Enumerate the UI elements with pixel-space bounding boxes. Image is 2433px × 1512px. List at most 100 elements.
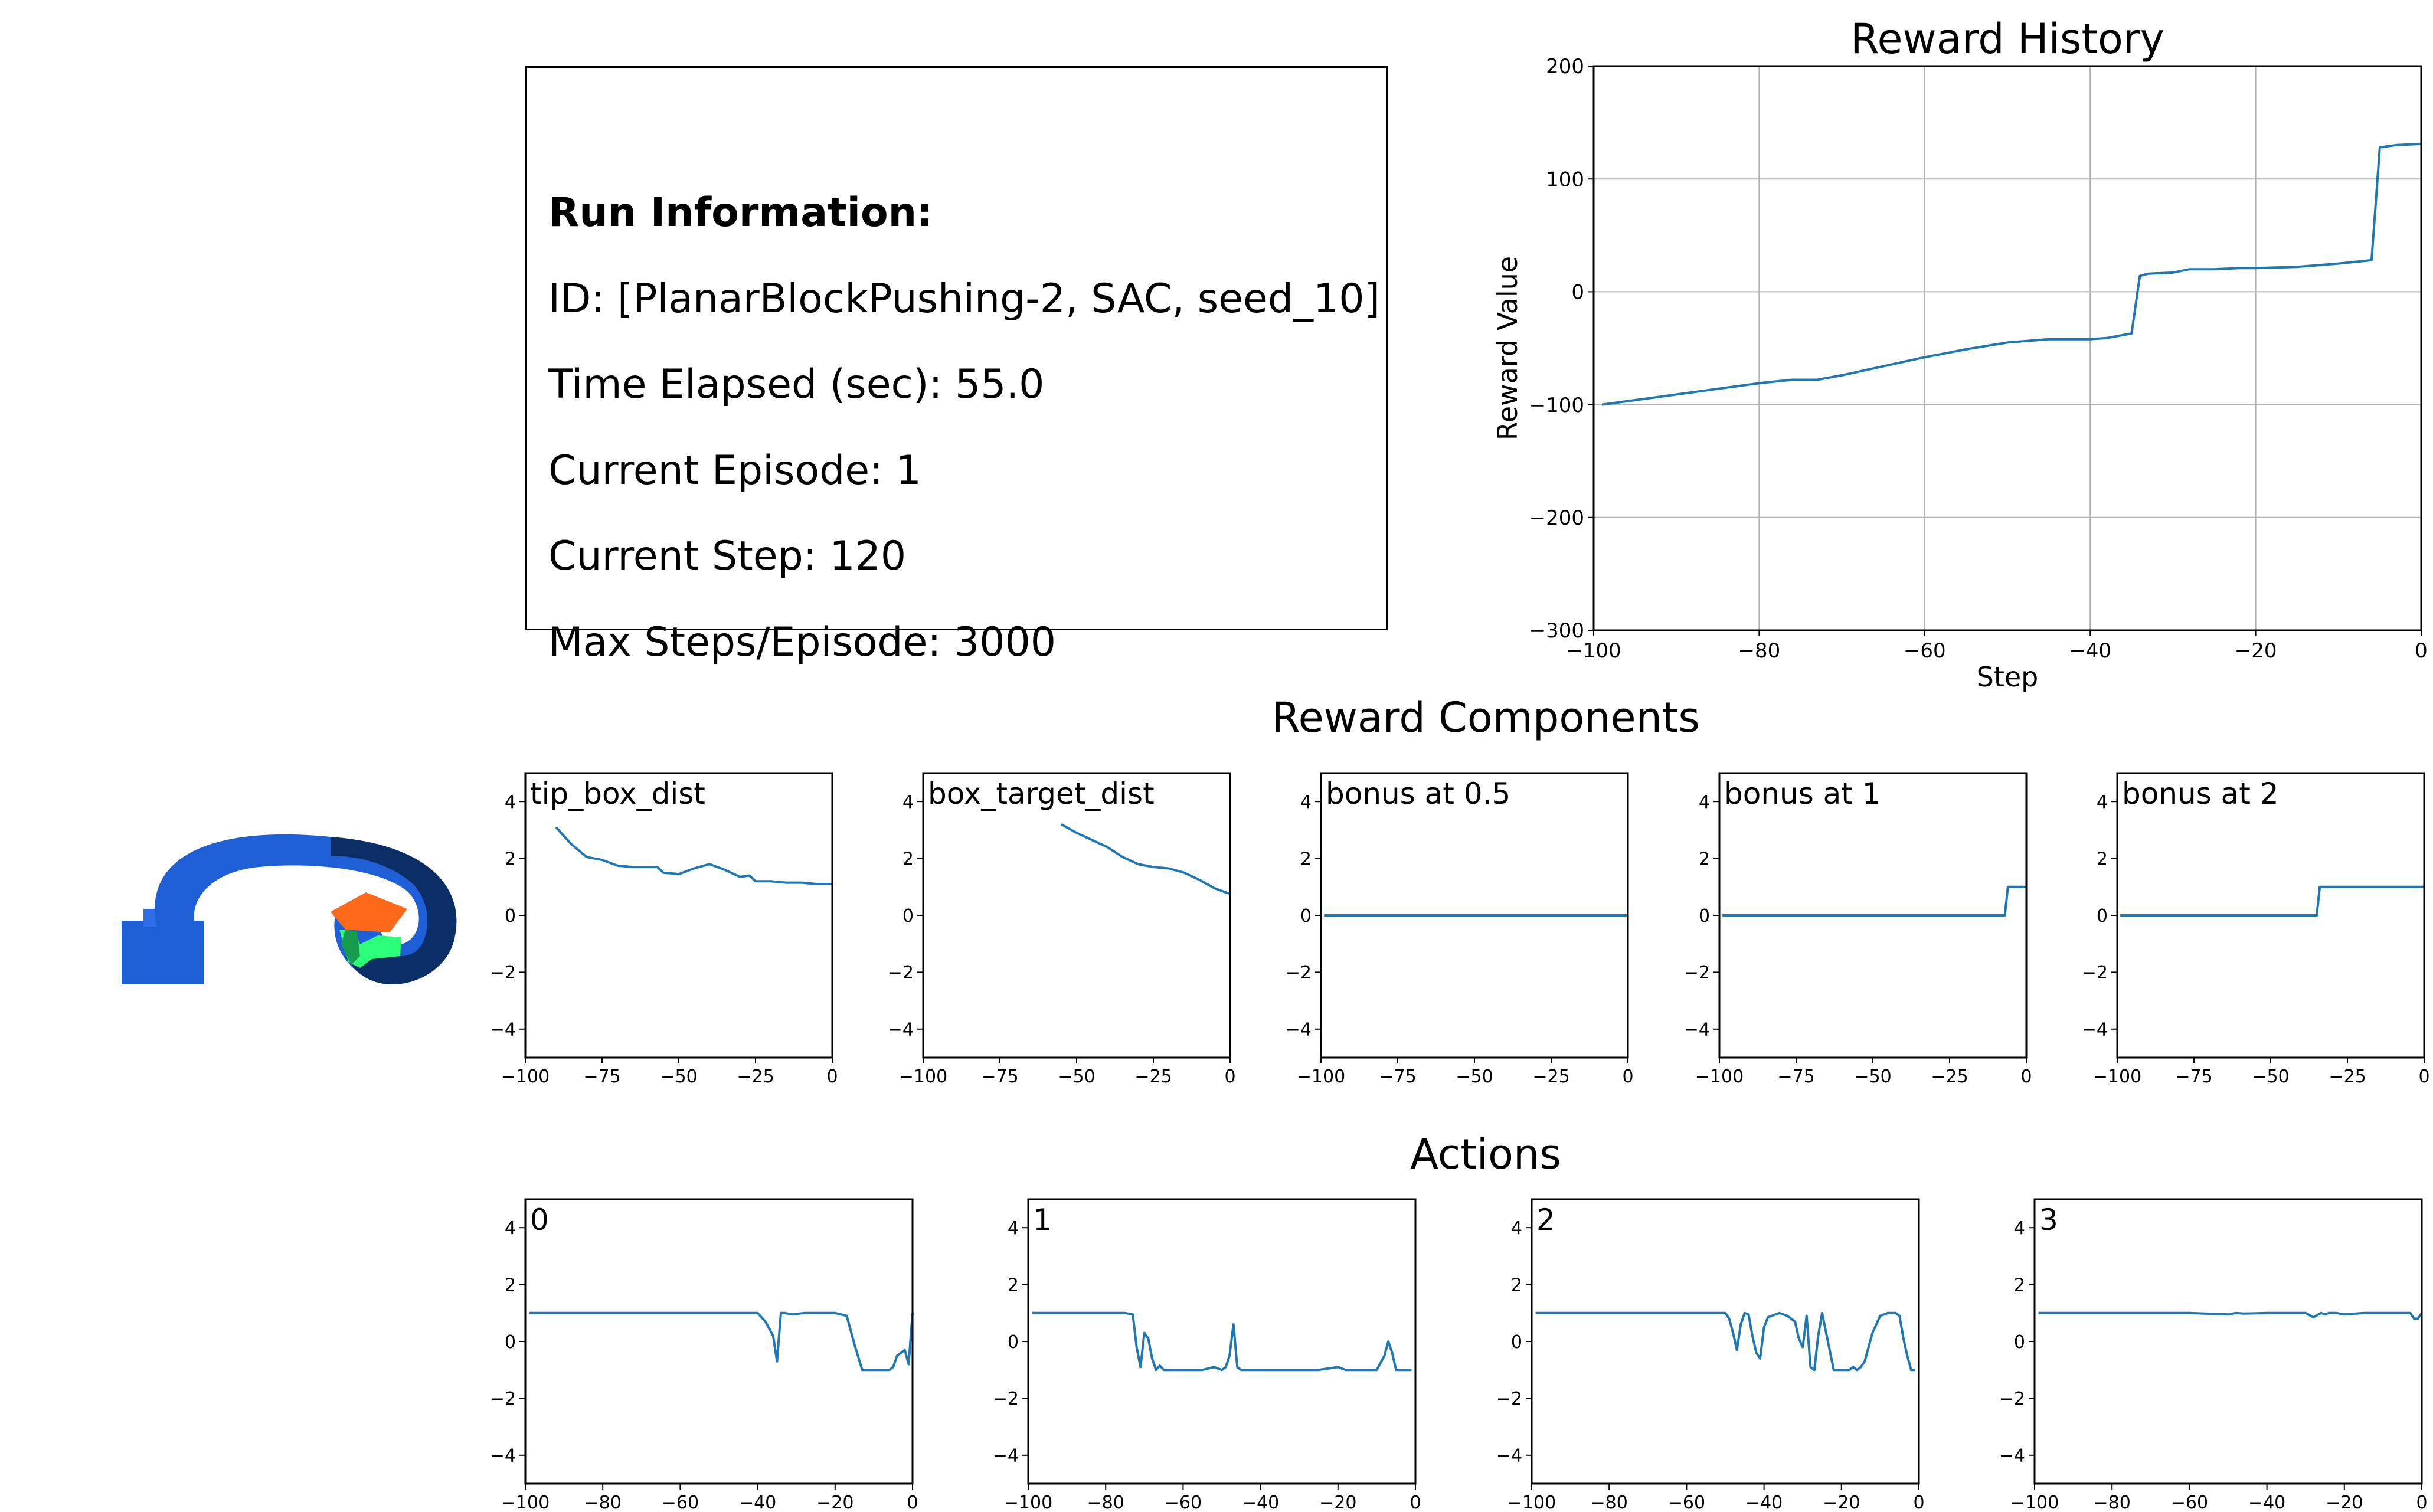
x-tick-label: −20 <box>1823 1493 1860 1512</box>
series-line <box>2120 885 2424 917</box>
x-tick-label: −50 <box>2252 1066 2289 1087</box>
x-tick-label: −100 <box>501 1066 550 1087</box>
chart-title: Reward History <box>1850 15 2164 63</box>
x-tick-label: −40 <box>2248 1493 2285 1512</box>
series-line <box>1722 885 2026 917</box>
chart-title: 3 <box>2039 1203 2058 1237</box>
y-tick-label: −4 <box>2082 1020 2108 1040</box>
y-tick-label: 0 <box>505 906 516 927</box>
x-axis-label: Step <box>1977 661 2039 693</box>
y-tick-label: −2 <box>490 1389 516 1409</box>
y-tick-label: 2 <box>505 849 516 869</box>
robot-arm-shadow <box>331 837 457 984</box>
x-tick-label: 0 <box>2418 1066 2429 1087</box>
plot-frame <box>1531 1198 1920 1485</box>
y-tick-label: 0 <box>902 906 914 927</box>
x-tick-label: −25 <box>2329 1066 2366 1087</box>
y-tick-label: 4 <box>2097 792 2108 813</box>
x-tick-label: −75 <box>583 1066 620 1087</box>
y-tick-label: −2 <box>993 1389 1019 1409</box>
max-steps-per-episode: Max Steps/Episode: 3000 <box>548 619 1056 666</box>
plot-frame <box>1027 1198 1417 1485</box>
x-tick-label: −50 <box>660 1066 697 1087</box>
current-episode: Current Episode: 1 <box>548 447 921 494</box>
run-id: ID: [PlanarBlockPushing-2, SAC, seed_10] <box>548 276 1381 322</box>
series-line <box>1535 1311 1915 1372</box>
y-tick-label: 4 <box>505 792 516 813</box>
y-tick-label: −2 <box>2082 963 2108 983</box>
x-tick-label: 0 <box>826 1066 838 1087</box>
y-tick-label: 2 <box>1300 849 1312 869</box>
x-tick-label: 0 <box>1913 1493 1924 1512</box>
robot-base <box>122 921 204 984</box>
box-green-side <box>341 930 360 965</box>
chart-title-bg <box>925 775 1202 810</box>
chart-title-bg <box>527 1201 557 1236</box>
x-tick-label: −20 <box>2235 639 2277 663</box>
chart-title-bg <box>1323 775 1547 810</box>
x-tick-label: −100 <box>501 1493 550 1512</box>
series-line <box>529 1311 914 1372</box>
y-tick-label: −2 <box>1496 1389 1522 1409</box>
series-line <box>1601 142 2422 406</box>
x-tick-label: −100 <box>2010 1493 2059 1512</box>
plot-frame <box>524 772 833 1059</box>
y-tick-label: −4 <box>1496 1446 1522 1467</box>
x-tick-label: −100 <box>1566 639 1621 663</box>
y-tick-label: −200 <box>1529 506 1584 530</box>
chart-title-bg <box>1533 1201 1563 1236</box>
y-tick-label: −4 <box>888 1020 914 1040</box>
y-tick-label: 4 <box>1008 1218 1019 1239</box>
y-tick-label: −4 <box>490 1446 516 1467</box>
y-tick-label: 4 <box>1699 792 1710 813</box>
y-tick-label: 0 <box>1571 281 1584 305</box>
x-tick-label: −100 <box>1695 1066 1744 1087</box>
x-tick-label: −100 <box>1297 1066 1345 1087</box>
x-tick-label: −60 <box>662 1493 699 1512</box>
x-tick-label: −50 <box>1854 1066 1891 1087</box>
x-tick-label: −60 <box>1904 639 1946 663</box>
y-tick-label: −100 <box>1529 394 1584 417</box>
x-tick-label: −75 <box>981 1066 1018 1087</box>
x-tick-label: −100 <box>899 1066 947 1087</box>
y-tick-label: 0 <box>1300 906 1312 927</box>
robot-render <box>122 834 457 984</box>
chart-title-bg <box>527 775 751 810</box>
x-tick-label: −20 <box>1319 1493 1356 1512</box>
y-tick-label: −2 <box>490 963 516 983</box>
x-tick-label: −100 <box>1004 1493 1052 1512</box>
y-tick-label: −300 <box>1529 619 1584 643</box>
chart-title-bg <box>2119 775 2308 810</box>
x-tick-label: −25 <box>1532 1066 1569 1087</box>
y-tick-label: 2 <box>2014 1275 2025 1295</box>
y-tick-label: 0 <box>505 1332 516 1353</box>
y-tick-label: 4 <box>1300 792 1312 813</box>
x-tick-label: −20 <box>816 1493 853 1512</box>
x-tick-label: −40 <box>739 1493 776 1512</box>
series-line <box>1032 1311 1412 1372</box>
actions-title: Actions <box>1410 1130 1561 1179</box>
y-tick-label: −2 <box>888 963 914 983</box>
y-tick-label: 4 <box>2014 1218 2025 1239</box>
y-tick-label: −4 <box>1684 1020 1710 1040</box>
y-tick-label: 2 <box>1511 1275 1522 1295</box>
run-information-panel: Run Information: ID: [PlanarBlockPushing… <box>525 66 1388 666</box>
y-tick-label: 2 <box>505 1275 516 1295</box>
y-tick-label: 2 <box>1008 1275 1019 1295</box>
chart-title: box_target_dist <box>928 777 1155 811</box>
y-tick-label: 100 <box>1546 168 1584 191</box>
y-tick-label: 0 <box>1511 1332 1522 1353</box>
y-tick-label: 0 <box>1008 1332 1019 1353</box>
current-step: Current Step: 120 <box>548 533 907 580</box>
y-tick-label: 200 <box>1546 55 1584 78</box>
y-tick-label: −2 <box>1286 963 1312 983</box>
x-tick-label: −50 <box>1058 1066 1095 1087</box>
x-tick-label: −75 <box>2175 1066 2212 1087</box>
x-tick-label: −75 <box>1379 1066 1416 1087</box>
run-info-title: Run Information: <box>548 189 933 236</box>
